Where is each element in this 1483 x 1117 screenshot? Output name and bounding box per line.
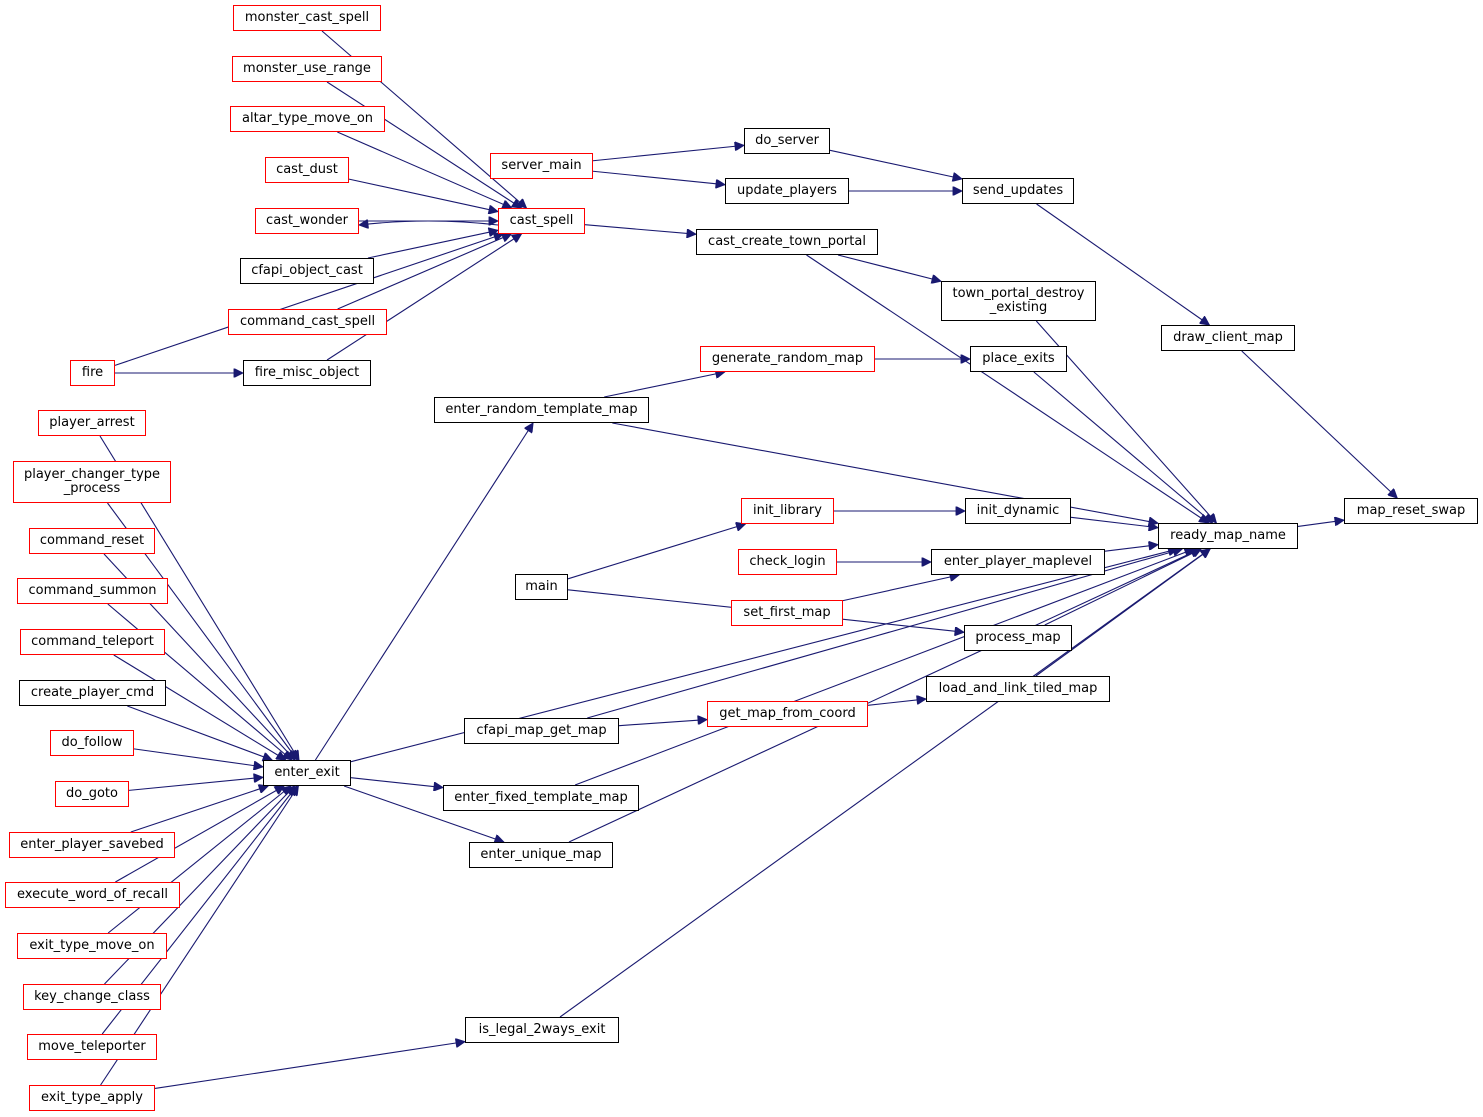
node-command-teleport[interactable]: command_teleport [20, 629, 165, 655]
edge-draw-client-map-to-map-reset-swap [1241, 350, 1397, 498]
node-key-change-class[interactable]: key_change_class [23, 984, 161, 1010]
node-main[interactable]: main [515, 574, 568, 600]
node-map-reset-swap: map_reset_swap [1344, 498, 1478, 524]
edge-monster-use-range-to-cast-spell [326, 81, 521, 208]
node-generate-random-map[interactable]: generate_random_map [700, 346, 875, 372]
node-move-teleporter[interactable]: move_teleporter [27, 1034, 157, 1060]
node-cfapi-map-get-map[interactable]: cfapi_map_get_map [464, 718, 619, 744]
edge-enter-exit-to-enter-fixed-template-map [350, 777, 443, 788]
node-enter-exit[interactable]: enter_exit [263, 760, 351, 786]
edge-command-teleport-to-enter-exit [113, 654, 286, 760]
node-init-library[interactable]: init_library [741, 498, 834, 524]
node-cast-create-town-portal[interactable]: cast_create_town_portal [696, 229, 878, 255]
node-cast-dust[interactable]: cast_dust [265, 157, 349, 183]
node-cast-spell[interactable]: cast_spell [498, 208, 585, 234]
edge-send-updates-to-draw-client-map [1036, 203, 1210, 325]
edge-ready-map-name-to-map-reset-swap [1297, 520, 1344, 527]
node-enter-random-template-map[interactable]: enter_random_template_map [434, 397, 649, 423]
node-cfapi-object-cast[interactable]: cfapi_object_cast [240, 258, 374, 284]
edge-enter-player-maplevel-to-ready-map-name [1104, 545, 1158, 552]
edge-main-to-init-library [567, 524, 745, 580]
node-do-server[interactable]: do_server [744, 128, 830, 154]
node-draw-client-map[interactable]: draw_client_map [1161, 325, 1295, 351]
edge-process-map-to-ready-map-name [1044, 549, 1201, 626]
edge-cfapi-object-cast-to-cast-spell [367, 230, 498, 259]
node-get-map-from-coord[interactable]: get_map_from_coord [707, 701, 868, 727]
edge-cast-spell-to-cast-wonder [359, 221, 499, 225]
edge-enter-random-template-map-to-generate-random-map [604, 372, 725, 398]
node-monster-cast-spell[interactable]: monster_cast_spell [233, 5, 381, 31]
node-altar-type-move-on[interactable]: altar_type_move_on [230, 106, 385, 132]
edge-get-map-from-coord-to-load-and-link-tiled-map [867, 699, 926, 706]
edge-cast-create-town-portal-to-ready-map-name [806, 254, 1209, 523]
node-town-portal-destroy-existing[interactable]: town_portal_destroy _existing [941, 281, 1096, 321]
node-exit-type-apply[interactable]: exit_type_apply [29, 1085, 155, 1111]
edge-init-dynamic-to-ready-map-name [1070, 516, 1158, 527]
edge-server-main-to-update-players [592, 170, 725, 184]
node-execute-word-of-recall[interactable]: execute_word_of_recall [5, 882, 180, 908]
node-update-players[interactable]: update_players [725, 178, 849, 204]
edge-do-goto-to-enter-exit [128, 777, 263, 791]
node-set-first-map[interactable]: set_first_map [731, 600, 843, 626]
node-is-legal-2ways-exit[interactable]: is_legal_2ways_exit [465, 1017, 619, 1043]
edge-enter-random-template-map-to-ready-map-name [612, 422, 1158, 523]
node-fire-misc-object[interactable]: fire_misc_object [243, 360, 371, 386]
edge-fire-to-cast-spell [114, 234, 503, 366]
edge-set-first-map-to-enter-player-maplevel [842, 575, 959, 602]
edge-execute-word-of-recall-to-enter-exit [115, 786, 284, 883]
edge-fire-misc-object-to-cast-spell [326, 234, 521, 361]
edge-cfapi-map-get-map-to-get-map-from-coord [618, 720, 707, 727]
edge-create-player-cmd-to-enter-exit [127, 705, 272, 760]
node-enter-player-savebed[interactable]: enter_player_savebed [9, 832, 175, 858]
node-exit-type-move-on[interactable]: exit_type_move_on [17, 933, 167, 959]
edge-enter-exit-to-enter-random-template-map [314, 423, 533, 761]
edge-command-cast-spell-to-cast-spell [337, 234, 512, 310]
node-place-exits[interactable]: place_exits [970, 346, 1067, 372]
edge-exit-type-move-on-to-enter-exit [107, 786, 291, 934]
edge-do-server-to-send-updates [829, 149, 962, 179]
edge-cast-spell-to-cast-create-town-portal [584, 224, 696, 234]
node-enter-player-maplevel[interactable]: enter_player_maplevel [931, 549, 1105, 575]
node-ready-map-name[interactable]: ready_map_name [1158, 523, 1298, 549]
node-server-main[interactable]: server_main [490, 153, 593, 179]
node-do-goto[interactable]: do_goto [55, 781, 129, 807]
edge-command-summon-to-enter-exit [107, 603, 292, 760]
edge-place-exits-to-ready-map-name [1033, 371, 1213, 523]
node-player-arrest[interactable]: player_arrest [38, 410, 146, 436]
edge-cast-create-town-portal-to-town-portal-destroy-existing [837, 254, 941, 281]
node-send-updates[interactable]: send_updates [962, 178, 1074, 204]
node-do-follow[interactable]: do_follow [50, 730, 134, 756]
edge-enter-exit-to-enter-unique-map [343, 785, 504, 842]
node-check-login[interactable]: check_login [738, 549, 837, 575]
edge-cast-dust-to-cast-spell [348, 178, 498, 211]
edge-enter-fixed-template-map-to-ready-map-name [574, 549, 1194, 786]
node-load-and-link-tiled-map[interactable]: load_and_link_tiled_map [926, 676, 1110, 702]
edge-exit-type-apply-to-is-legal-2ways-exit [154, 1042, 465, 1090]
edge-altar-type-move-on-to-cast-spell [337, 131, 511, 208]
node-init-dynamic[interactable]: init_dynamic [965, 498, 1071, 524]
node-command-reset[interactable]: command_reset [29, 528, 155, 554]
edge-monster-cast-spell-to-cast-spell [321, 30, 526, 208]
node-command-cast-spell[interactable]: command_cast_spell [228, 309, 387, 335]
node-command-summon[interactable]: command_summon [17, 578, 168, 604]
edge-server-main-to-do-server [592, 145, 744, 162]
node-create-player-cmd[interactable]: create_player_cmd [19, 680, 166, 706]
node-monster-use-range[interactable]: monster_use_range [232, 56, 382, 82]
node-enter-fixed-template-map[interactable]: enter_fixed_template_map [443, 785, 639, 811]
edge-do-follow-to-enter-exit [133, 748, 263, 767]
edge-enter-unique-map-to-ready-map-name [568, 549, 1200, 843]
node-fire[interactable]: fire [70, 360, 115, 386]
edge-is-legal-2ways-exit-to-ready-map-name [559, 549, 1210, 1018]
node-process-map[interactable]: process_map [964, 625, 1072, 651]
node-cast-wonder[interactable]: cast_wonder [255, 208, 359, 234]
node-enter-unique-map[interactable]: enter_unique_map [469, 842, 613, 868]
edge-enter-player-savebed-to-enter-exit [130, 786, 268, 833]
node-player-changer-type-process[interactable]: player_changer_type _process [13, 461, 171, 503]
